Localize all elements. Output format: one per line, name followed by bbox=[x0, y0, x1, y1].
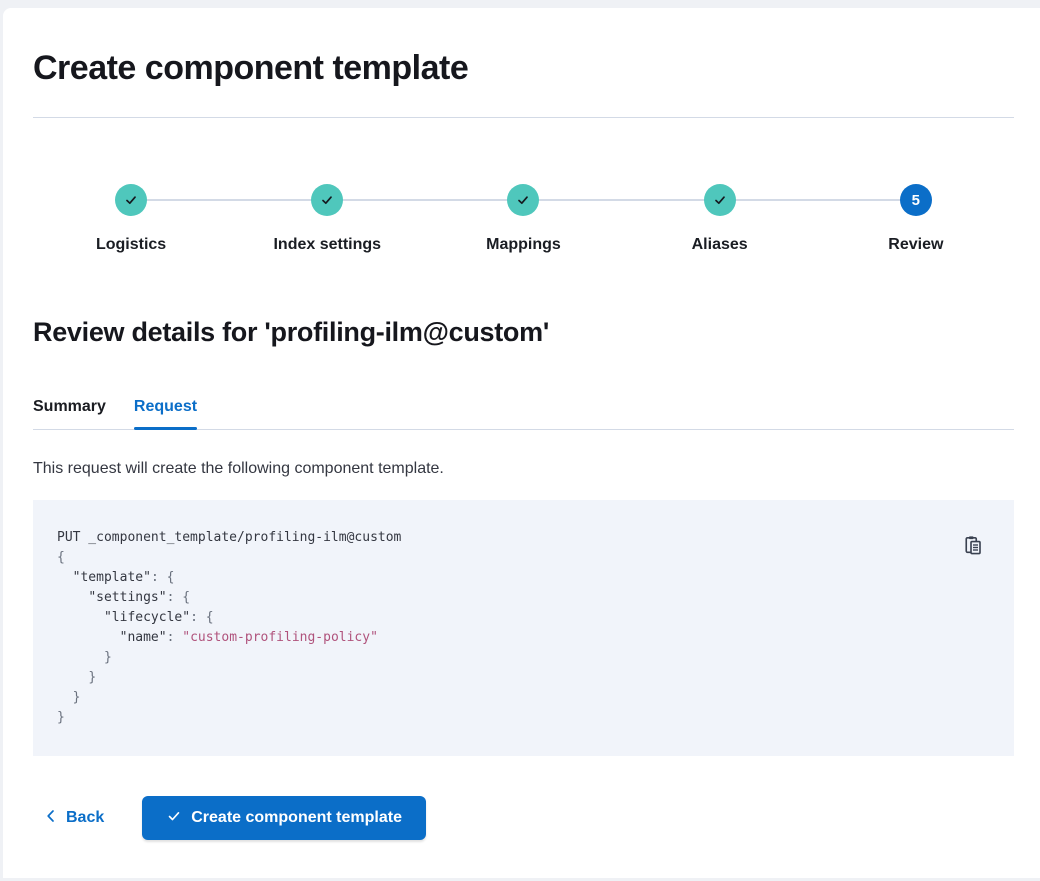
copy-clipboard-icon bbox=[963, 535, 983, 558]
step-complete-check-icon bbox=[311, 184, 344, 216]
step-aliases[interactable]: Aliases bbox=[622, 184, 818, 256]
step-label: Index settings bbox=[273, 236, 382, 253]
step-complete-check-icon bbox=[507, 184, 540, 216]
step-complete-check-icon bbox=[115, 184, 148, 216]
step-index-settings[interactable]: Index settings bbox=[229, 184, 425, 256]
step-review[interactable]: 5 Review bbox=[818, 184, 1014, 256]
tab-summary[interactable]: Summary bbox=[33, 397, 106, 429]
step-number-badge: 5 bbox=[899, 184, 932, 216]
create-component-template-page: Create component template Logistics Inde… bbox=[3, 8, 1040, 878]
review-tabs: Summary Request bbox=[33, 397, 1014, 430]
code-block-content: PUT _component_template/profiling-ilm@cu… bbox=[57, 530, 402, 725]
step-label: Logistics bbox=[95, 236, 167, 253]
request-description: This request will create the following c… bbox=[33, 460, 444, 477]
check-icon bbox=[166, 808, 182, 829]
step-label: Aliases bbox=[691, 236, 748, 253]
footer-actions: Back Create component template bbox=[33, 796, 1014, 840]
create-component-template-button[interactable]: Create component template bbox=[142, 796, 426, 840]
request-code-block: PUT _component_template/profiling-ilm@cu… bbox=[33, 500, 1014, 756]
page-title: Create component template bbox=[33, 49, 469, 87]
step-label: Mappings bbox=[486, 236, 561, 253]
back-button[interactable]: Back bbox=[39, 798, 112, 839]
back-button-label: Back bbox=[66, 809, 105, 826]
copy-to-clipboard-button[interactable] bbox=[961, 534, 985, 558]
chevron-left-icon bbox=[43, 808, 59, 829]
horizontal-stepper: Logistics Index settings Mappings Aliase… bbox=[33, 184, 1014, 256]
create-button-label: Create component template bbox=[191, 809, 402, 826]
title-divider bbox=[33, 117, 1014, 118]
step-logistics[interactable]: Logistics bbox=[33, 184, 229, 256]
step-mappings[interactable]: Mappings bbox=[425, 184, 621, 256]
step-label: Review bbox=[888, 236, 944, 253]
step-complete-check-icon bbox=[703, 184, 736, 216]
review-details-heading: Review details for 'profiling-ilm@custom… bbox=[33, 317, 549, 347]
tab-request[interactable]: Request bbox=[133, 397, 198, 430]
